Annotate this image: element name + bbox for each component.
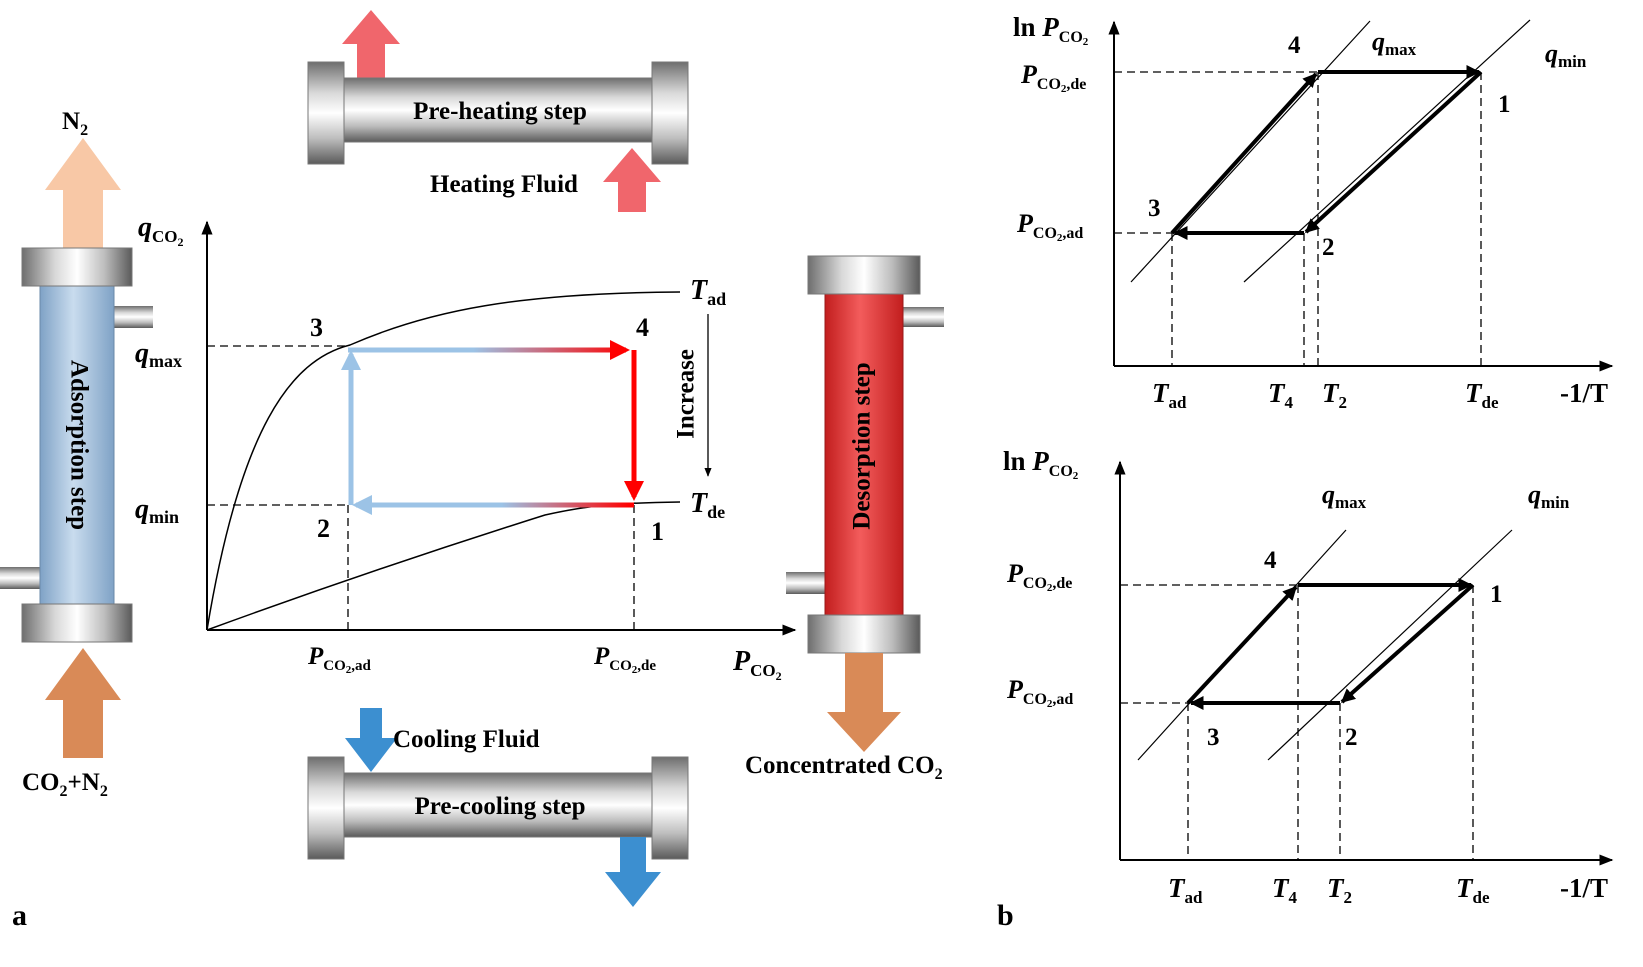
n2-outlet-arrow [45, 138, 121, 248]
preheat-out-arrow [342, 10, 400, 78]
heating-fluid-label: Heating Fluid [430, 171, 578, 198]
p-de-label: PCO2,de [593, 643, 656, 676]
bottom-t-de-label: Tde [1456, 873, 1490, 907]
heating-in-arrow [603, 148, 661, 212]
panel-a-letter: a [12, 899, 27, 932]
isotherm-curve-t-de [206, 501, 681, 631]
q-max-label: qmax [135, 338, 182, 371]
feed-gas-label: CO2+N2 [22, 769, 108, 800]
q-min-label: qmin [135, 494, 179, 527]
bottom-q-min-isostere [1267, 529, 1513, 761]
product-outlet-arrow [827, 653, 901, 752]
top-point-1: 1 [1498, 91, 1511, 118]
t-de-label: Tde [690, 488, 725, 522]
top-q-min-isostere [1243, 19, 1531, 283]
top-q-max-isostere [1130, 20, 1371, 283]
preheat-step-label: Pre-heating step [413, 98, 587, 125]
top-point-2: 2 [1322, 234, 1335, 261]
point-1-label: 1 [651, 517, 664, 546]
bottom-point-3: 3 [1207, 724, 1220, 751]
bottom-p-de-label: PCO2,de [1006, 559, 1072, 594]
n2-label: N2 [62, 108, 88, 139]
feed-inlet-arrow [45, 648, 121, 758]
bottom-cycle-1-2 [1340, 583, 1475, 704]
point-2-label: 2 [317, 514, 330, 543]
concentrated-co2-label: Concentrated CO2 [745, 752, 943, 783]
adsorption-step-label: Adsorption step [65, 360, 92, 530]
top-cycle-1-2 [1304, 70, 1483, 234]
increase-label: Increase [673, 349, 700, 439]
top-y-axis-label: ln PCO2 [1013, 12, 1089, 48]
top-t-de-label: Tde [1465, 378, 1499, 412]
precool-step-label: Pre-cooling step [414, 793, 585, 820]
bottom-point-1: 1 [1490, 581, 1503, 608]
p-ad-label: PCO2,ad [307, 643, 372, 676]
top-cycle-3-4 [1170, 72, 1318, 235]
top-x-axis-label: -1/T [1560, 378, 1608, 408]
cooling-fluid-label: Cooling Fluid [393, 726, 540, 753]
bottom-p-ad-label: PCO2,ad [1006, 675, 1073, 710]
cooling-out-arrow [605, 837, 661, 907]
bottom-t2-label: T2 [1327, 873, 1352, 907]
t-ad-label: Tad [690, 275, 726, 309]
vant-hoff-plot-bottom: ln PCO2 PCO2,de PCO2,ad qmax qmin Tad T4… [1003, 446, 1614, 907]
top-point-3: 3 [1148, 195, 1161, 222]
adsorption-column: Adsorption step N2 CO2+N2 [0, 108, 153, 800]
bottom-q-max-label: qmax [1322, 480, 1367, 512]
bottom-point-4: 4 [1264, 547, 1277, 574]
panel-b-letter: b [997, 899, 1014, 932]
y-axis-label: qCO2 [138, 212, 184, 249]
bottom-cycle-3-4 [1186, 585, 1298, 705]
cooling-in-arrow [345, 708, 397, 772]
precool-pipe: Pre-cooling step Cooling Fluid [307, 708, 689, 907]
top-t-ad-label: Tad [1152, 378, 1187, 412]
top-t2-label: T2 [1322, 378, 1347, 412]
top-p-de-label: PCO2,de [1020, 60, 1086, 95]
bottom-x-axis-label: -1/T [1560, 873, 1608, 903]
bottom-point-2: 2 [1345, 724, 1358, 751]
top-q-min-label: qmin [1545, 39, 1587, 71]
bottom-t4-label: T4 [1272, 873, 1298, 907]
bottom-t-ad-label: Tad [1168, 873, 1203, 907]
vant-hoff-plot-top: ln PCO2 PCO2,de PCO2,ad qmax qmin Tad T4… [1013, 12, 1614, 412]
bottom-q-min-label: qmin [1528, 480, 1570, 512]
x-axis-label: PCO2 [732, 646, 782, 683]
preheat-pipe: Pre-heating step Heating Fluid [307, 10, 689, 212]
desorption-column: Desorption step Concentrated CO2 [745, 255, 944, 783]
isotherm-plot: Increase qCO2 PCO2 qmax qmin PCO2,ad PCO… [135, 212, 797, 683]
top-t4-label: T4 [1268, 378, 1294, 412]
top-p-ad-label: PCO2,ad [1016, 209, 1083, 244]
point-3-label: 3 [310, 313, 323, 342]
top-point-4: 4 [1288, 32, 1301, 59]
desorption-step-label: Desorption step [849, 362, 876, 529]
top-q-max-label: qmax [1372, 27, 1417, 59]
bottom-y-axis-label: ln PCO2 [1003, 446, 1079, 482]
point-4-label: 4 [636, 313, 649, 342]
isotherm-curve-t-ad [206, 291, 681, 631]
